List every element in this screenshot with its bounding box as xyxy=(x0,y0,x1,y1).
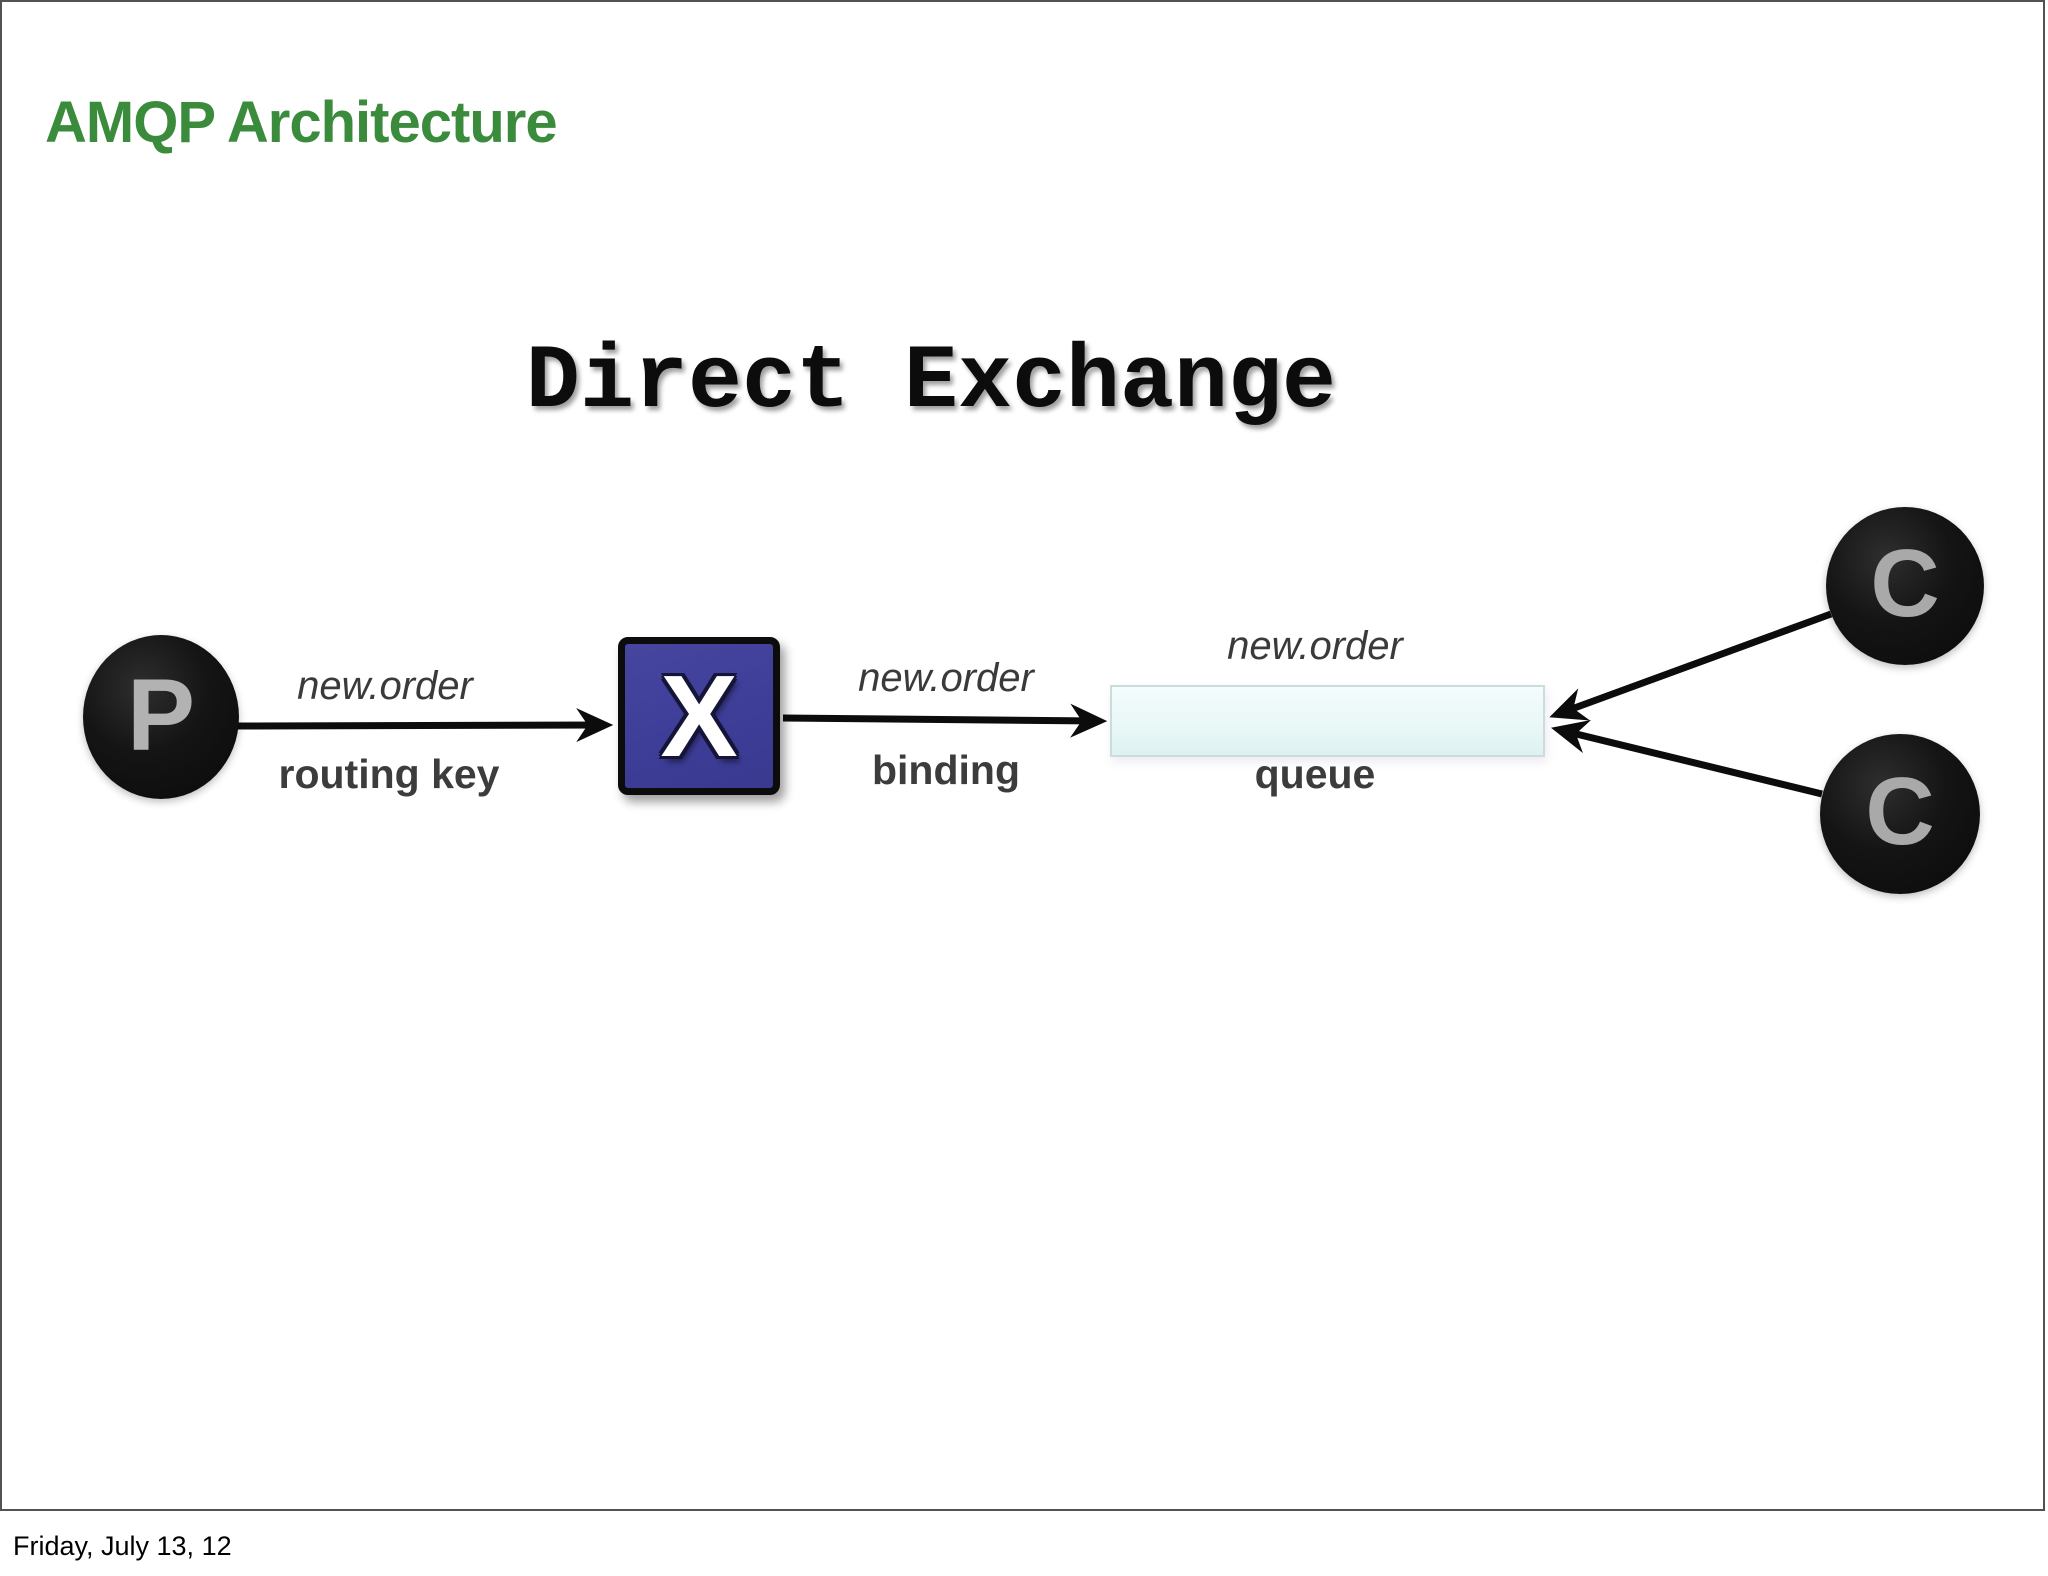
consumer2-label: C xyxy=(1865,758,1935,865)
consumer1-label: C xyxy=(1870,530,1940,637)
slide-canvas: AMQP Architecture Direct Exchange P X C … xyxy=(0,0,2045,1511)
consumer-node-1: C xyxy=(1826,507,1984,665)
diagram-title: Direct Exchange xyxy=(525,332,1337,434)
exchange-label: X xyxy=(660,651,738,781)
binding-caption: binding xyxy=(871,747,1021,793)
consumer2-arrow xyxy=(1550,720,1823,798)
slide-title: AMQP Architecture xyxy=(45,90,558,155)
routing-key-caption: routing key xyxy=(278,751,500,797)
date-stamp: Friday, July 13, 12 xyxy=(13,1531,232,1561)
queue-caption: queue xyxy=(1254,751,1376,797)
producer-label: P xyxy=(126,658,196,772)
routing-key-value-label: new.order xyxy=(297,664,473,708)
queue-value-label: new.order xyxy=(1227,624,1403,668)
consumer1-arrow xyxy=(1549,610,1833,721)
consumer-node-2: C xyxy=(1820,734,1980,894)
binding-value-label: new.order xyxy=(858,656,1034,700)
queue-box xyxy=(1110,685,1545,757)
producer-node: P xyxy=(83,635,239,799)
exchange-node: X xyxy=(618,637,780,795)
binding-arrow xyxy=(782,703,1108,738)
routing-key-arrow xyxy=(235,708,614,743)
